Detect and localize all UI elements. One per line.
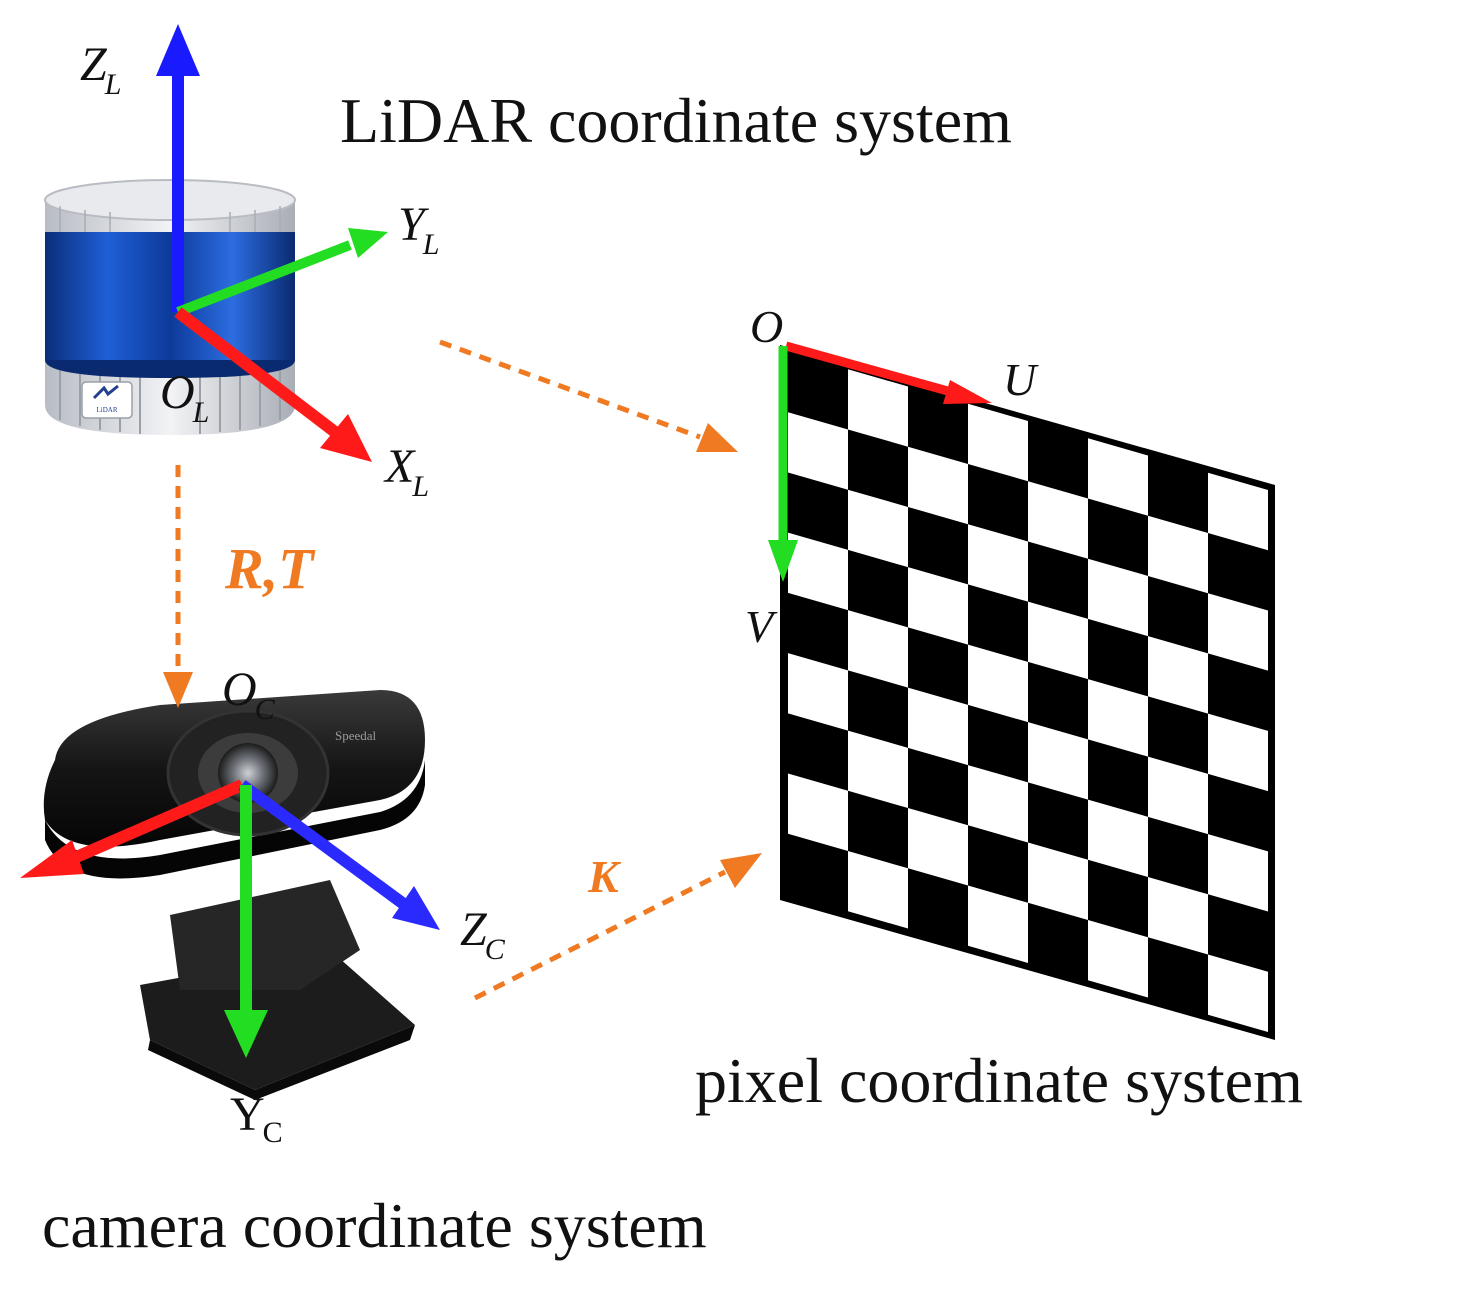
checkerboard-square bbox=[968, 765, 1028, 843]
checkerboard bbox=[780, 345, 1275, 1040]
checkerboard-square bbox=[1028, 722, 1088, 800]
lidar-to-pixel-arrow bbox=[439, 339, 701, 440]
camera-system-title: camera coordinate system bbox=[42, 1190, 707, 1261]
lidar-y-label: YL bbox=[398, 198, 439, 261]
checkerboard-square bbox=[1208, 472, 1268, 551]
camera-origin-label: OC bbox=[222, 663, 276, 726]
checkerboard-square bbox=[848, 730, 908, 809]
lidar-x-arrowhead-icon bbox=[320, 414, 372, 462]
camera-y-label: YC bbox=[230, 1088, 283, 1149]
checkerboard-square bbox=[908, 567, 968, 645]
lidar-device-icon: LiDAR bbox=[44, 179, 296, 435]
lidar-logo-text: LiDAR bbox=[97, 406, 118, 414]
checkerboard-square bbox=[908, 446, 968, 525]
transform-arrows bbox=[163, 339, 762, 1001]
rt-arrowhead-icon bbox=[163, 672, 193, 708]
checkerboard-square bbox=[1088, 920, 1148, 998]
lidar-system-title: LiDAR coordinate system bbox=[340, 85, 1012, 156]
checkerboard-square bbox=[848, 369, 908, 447]
checkerboard-square bbox=[1028, 601, 1088, 680]
lidar-origin-label: OL bbox=[160, 366, 209, 429]
checkerboard-square bbox=[788, 653, 848, 731]
checkerboard-square bbox=[968, 885, 1028, 963]
pixel-u-arrowhead-icon bbox=[943, 380, 992, 404]
lidar-z-label: ZL bbox=[80, 38, 121, 101]
k-transform-arrow bbox=[473, 869, 727, 1001]
checkerboard-square bbox=[1148, 756, 1208, 835]
k-arrowhead-icon bbox=[720, 853, 762, 888]
lidar-to-pixel-arrowhead-icon bbox=[696, 423, 738, 452]
lidar-y-axis-arrow bbox=[176, 240, 352, 317]
checkerboard-square bbox=[1208, 713, 1268, 792]
checkerboard-square bbox=[1088, 558, 1148, 637]
checkerboard-square bbox=[848, 610, 908, 688]
pixel-axes bbox=[768, 341, 992, 582]
checkerboard-square bbox=[1088, 438, 1148, 516]
camera-z-label: ZC bbox=[460, 903, 506, 966]
webcam-device-icon: Speedal bbox=[43, 690, 425, 1100]
camera-axes bbox=[20, 779, 440, 1058]
checkerboard-square bbox=[908, 687, 968, 766]
pixel-u-axis-arrow bbox=[784, 341, 957, 398]
checkerboard-square bbox=[1208, 834, 1268, 912]
camera-x-axis-arrow bbox=[62, 779, 245, 868]
checkerboard-square bbox=[1148, 515, 1208, 594]
checkerboard-square bbox=[1088, 679, 1148, 757]
checkerboard-square bbox=[848, 489, 908, 568]
pixel-origin-label: O bbox=[750, 301, 783, 352]
checkerboard-square bbox=[1208, 593, 1268, 671]
lidar-axes bbox=[156, 24, 388, 462]
checkerboard-square bbox=[1028, 842, 1088, 921]
camera-y-arrowhead-icon bbox=[224, 1010, 268, 1058]
checkerboard-square bbox=[848, 851, 908, 929]
camera-x-arrowhead-icon bbox=[20, 840, 84, 878]
camera-z-axis-arrow bbox=[238, 780, 409, 910]
pixel-u-label: U bbox=[1003, 354, 1039, 405]
k-transform-label: K bbox=[587, 851, 622, 902]
checkerboard-square bbox=[1148, 636, 1208, 714]
rt-transform-label: R,T bbox=[224, 536, 316, 601]
lidar-z-arrowhead-icon bbox=[156, 24, 200, 76]
lidar-x-axis-arrow bbox=[174, 307, 339, 437]
checkerboard-square bbox=[788, 412, 848, 490]
lidar-x-label: XL bbox=[383, 440, 429, 503]
checkerboard-square bbox=[788, 532, 848, 611]
camera-brand-text: Speedal bbox=[335, 728, 377, 743]
checkerboard-square bbox=[968, 403, 1028, 482]
lidar-y-arrowhead-icon bbox=[348, 228, 388, 258]
camera-z-arrowhead-icon bbox=[392, 886, 440, 930]
checkerboard-square bbox=[1208, 954, 1268, 1032]
checkerboard-square bbox=[1088, 799, 1148, 878]
checkerboard-square bbox=[788, 773, 848, 852]
pixel-v-label: V bbox=[745, 601, 778, 652]
checkerboard-square bbox=[1148, 877, 1208, 955]
checkerboard-square bbox=[968, 644, 1028, 723]
checkerboard-square bbox=[968, 524, 1028, 602]
lidar-logo-plate bbox=[81, 381, 133, 419]
checkerboard-square bbox=[908, 808, 968, 886]
checkerboard-square bbox=[1028, 481, 1088, 559]
pixel-v-arrowhead-icon bbox=[768, 540, 798, 582]
pixel-system-title: pixel coordinate system bbox=[695, 1045, 1303, 1116]
